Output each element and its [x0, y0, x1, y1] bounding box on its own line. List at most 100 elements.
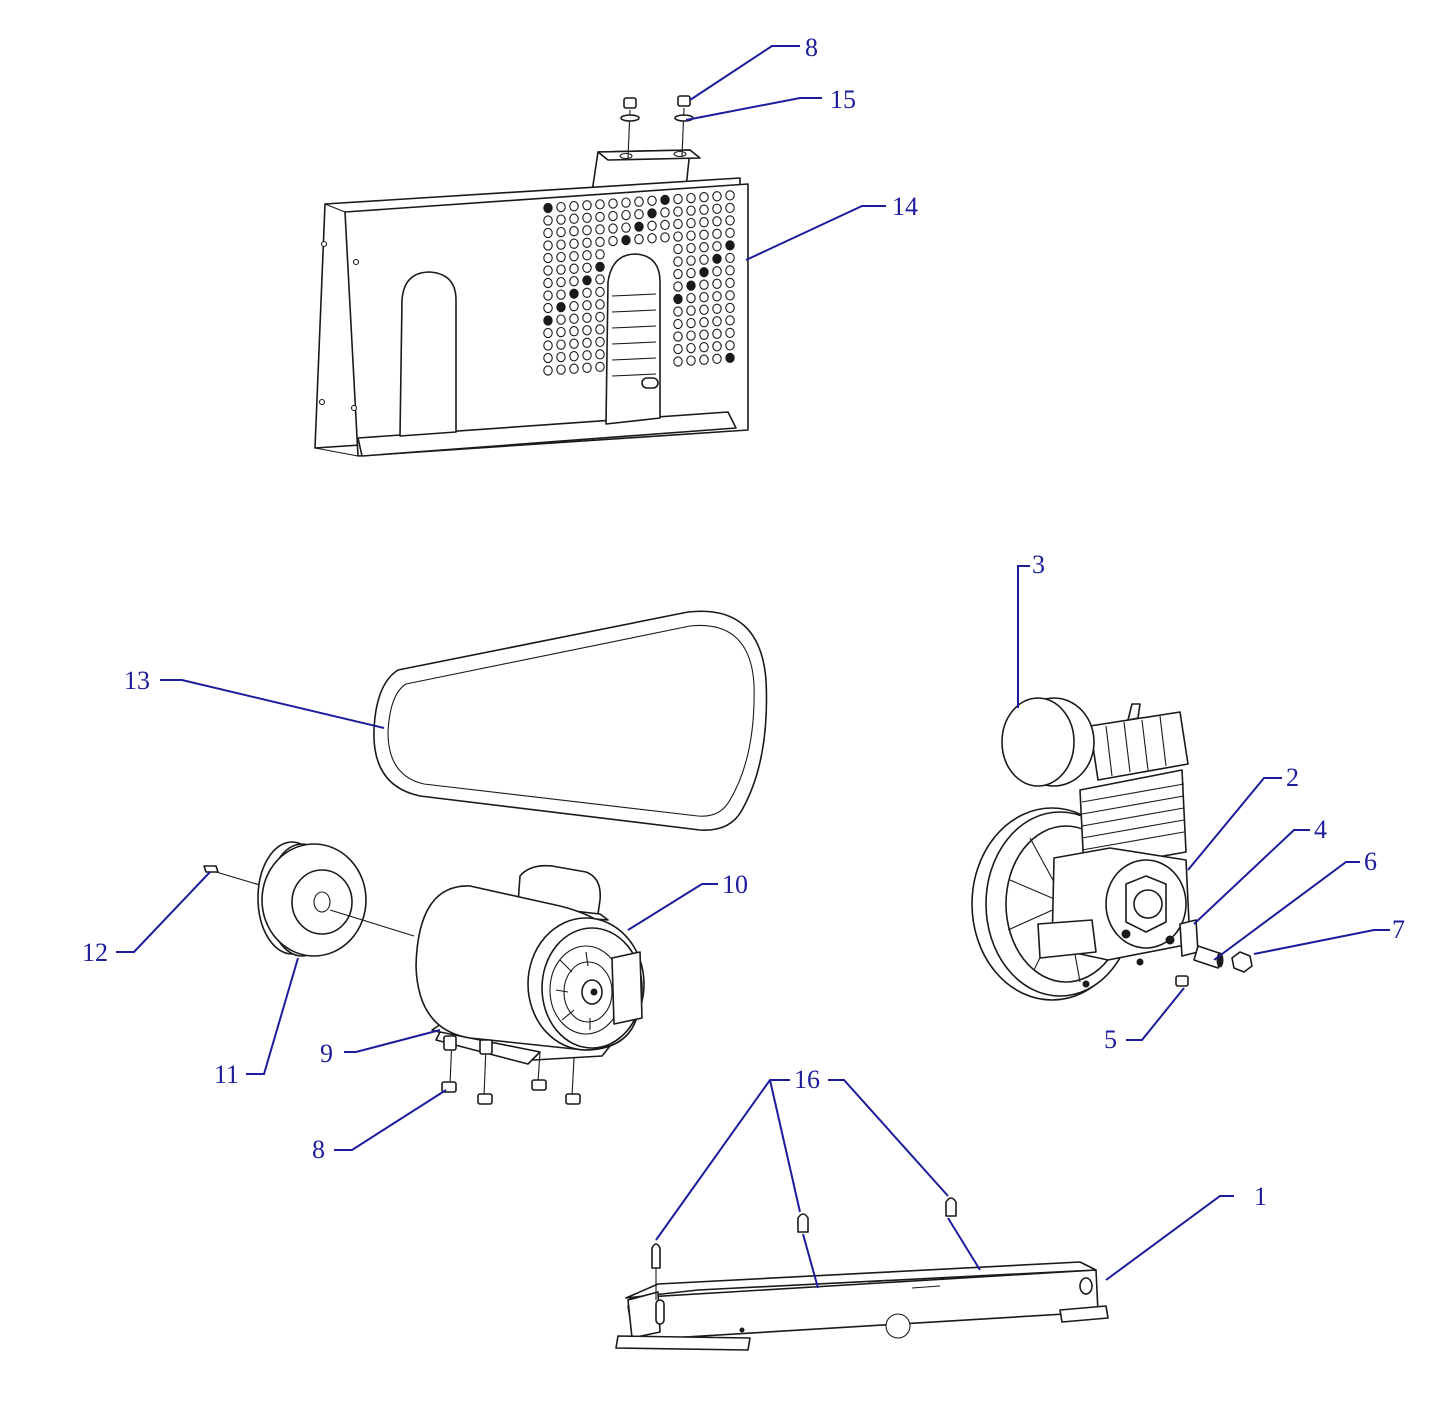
vent-hole	[556, 214, 566, 225]
callout-7: 7	[1392, 915, 1405, 944]
vent-hole	[699, 229, 709, 240]
vent-hole	[582, 212, 592, 223]
vent-hole	[595, 199, 605, 210]
vent-hole	[569, 363, 579, 374]
vent-hole	[712, 253, 722, 264]
vent-hole	[556, 314, 566, 325]
vent-hole	[582, 325, 592, 336]
vent-hole	[673, 243, 683, 255]
vent-hole	[699, 317, 709, 328]
vent-hole	[686, 330, 696, 341]
vent-hole	[712, 303, 722, 314]
vent-hole	[556, 339, 566, 350]
vent-hole	[647, 233, 657, 244]
vent-hole	[725, 352, 735, 363]
hex-cap	[1231, 951, 1253, 973]
vent-hole	[621, 235, 631, 246]
vent-hole	[543, 302, 553, 314]
vent-hole	[686, 342, 696, 354]
vent-hole	[543, 315, 553, 326]
vent-hole	[712, 241, 722, 252]
vent-hole	[673, 193, 683, 205]
vent-hole	[556, 326, 566, 338]
vent-hole	[686, 205, 696, 216]
vent-hole	[673, 356, 683, 367]
callout-9: 9	[320, 1039, 333, 1068]
vent-hole	[712, 266, 722, 277]
motor-nuts	[441, 1079, 581, 1105]
vent-hole	[634, 196, 644, 207]
drain-plug	[1175, 975, 1189, 987]
vent-hole	[582, 350, 592, 361]
vent-hole	[569, 351, 579, 362]
callout-3: 3	[1032, 550, 1045, 579]
elbow-fitting	[1179, 919, 1199, 957]
vent-hole	[608, 223, 618, 234]
vent-hole	[673, 331, 683, 342]
vent-hole	[660, 232, 670, 243]
vent-hole	[543, 265, 553, 276]
vent-hole	[725, 190, 735, 201]
vent-hole	[673, 206, 683, 217]
vent-hole	[582, 262, 592, 273]
motor-mount-bolts	[443, 1035, 575, 1097]
vent-hole	[595, 324, 605, 335]
vent-hole	[673, 268, 683, 280]
motor-pulley	[257, 841, 367, 957]
electric-motor	[415, 864, 645, 1065]
vent-hole	[686, 192, 696, 204]
vent-hole	[699, 342, 709, 353]
vent-hole	[595, 236, 605, 248]
shaft-key	[203, 865, 219, 873]
callout-8-top: 8	[805, 33, 818, 62]
vent-hole	[673, 306, 683, 317]
vent-hole	[543, 202, 553, 214]
rubber-foot-middle	[797, 1213, 809, 1233]
vent-hole	[686, 280, 696, 291]
vent-hole	[543, 352, 553, 364]
vent-hole	[699, 192, 709, 203]
rubber-foot-right	[945, 1197, 957, 1217]
vent-hole	[569, 238, 579, 249]
vent-hole	[569, 251, 579, 262]
vent-hole	[634, 221, 644, 232]
vent-hole	[556, 264, 566, 275]
vent-hole	[725, 215, 735, 226]
callout-11: 11	[214, 1060, 239, 1089]
vent-hole	[608, 235, 618, 247]
vent-hole	[712, 191, 722, 202]
vent-hole	[621, 197, 631, 208]
vent-hole	[595, 336, 605, 348]
vent-hole	[595, 349, 605, 360]
check-valve-spring	[1193, 945, 1224, 969]
vent-hole	[608, 198, 618, 209]
callout-10: 10	[722, 870, 748, 899]
callout-16: 16	[794, 1065, 820, 1094]
vent-hole	[673, 343, 683, 355]
compressor-pump	[971, 703, 1191, 1001]
vent-hole	[647, 220, 657, 231]
vent-hole	[712, 228, 722, 239]
vent-hole	[595, 274, 605, 285]
vent-hole	[543, 277, 553, 289]
vent-hole	[673, 231, 683, 242]
vent-hole	[673, 218, 683, 230]
vent-hole	[595, 249, 605, 260]
vent-hole	[595, 224, 605, 235]
vent-hole	[543, 252, 553, 264]
vent-hole	[712, 328, 722, 339]
vent-hole	[725, 227, 735, 239]
vent-hole	[582, 287, 592, 298]
callout-6: 6	[1364, 847, 1377, 876]
vent-hole	[634, 209, 644, 220]
vent-hole	[699, 329, 709, 340]
vent-hole	[725, 302, 735, 314]
vent-hole	[725, 240, 735, 251]
vent-hole	[621, 222, 631, 233]
vent-hole	[543, 240, 553, 251]
vent-hole	[699, 254, 709, 265]
vent-hole	[556, 289, 566, 300]
vent-hole	[725, 202, 735, 214]
vent-hole	[686, 305, 696, 316]
vent-hole	[595, 299, 605, 310]
